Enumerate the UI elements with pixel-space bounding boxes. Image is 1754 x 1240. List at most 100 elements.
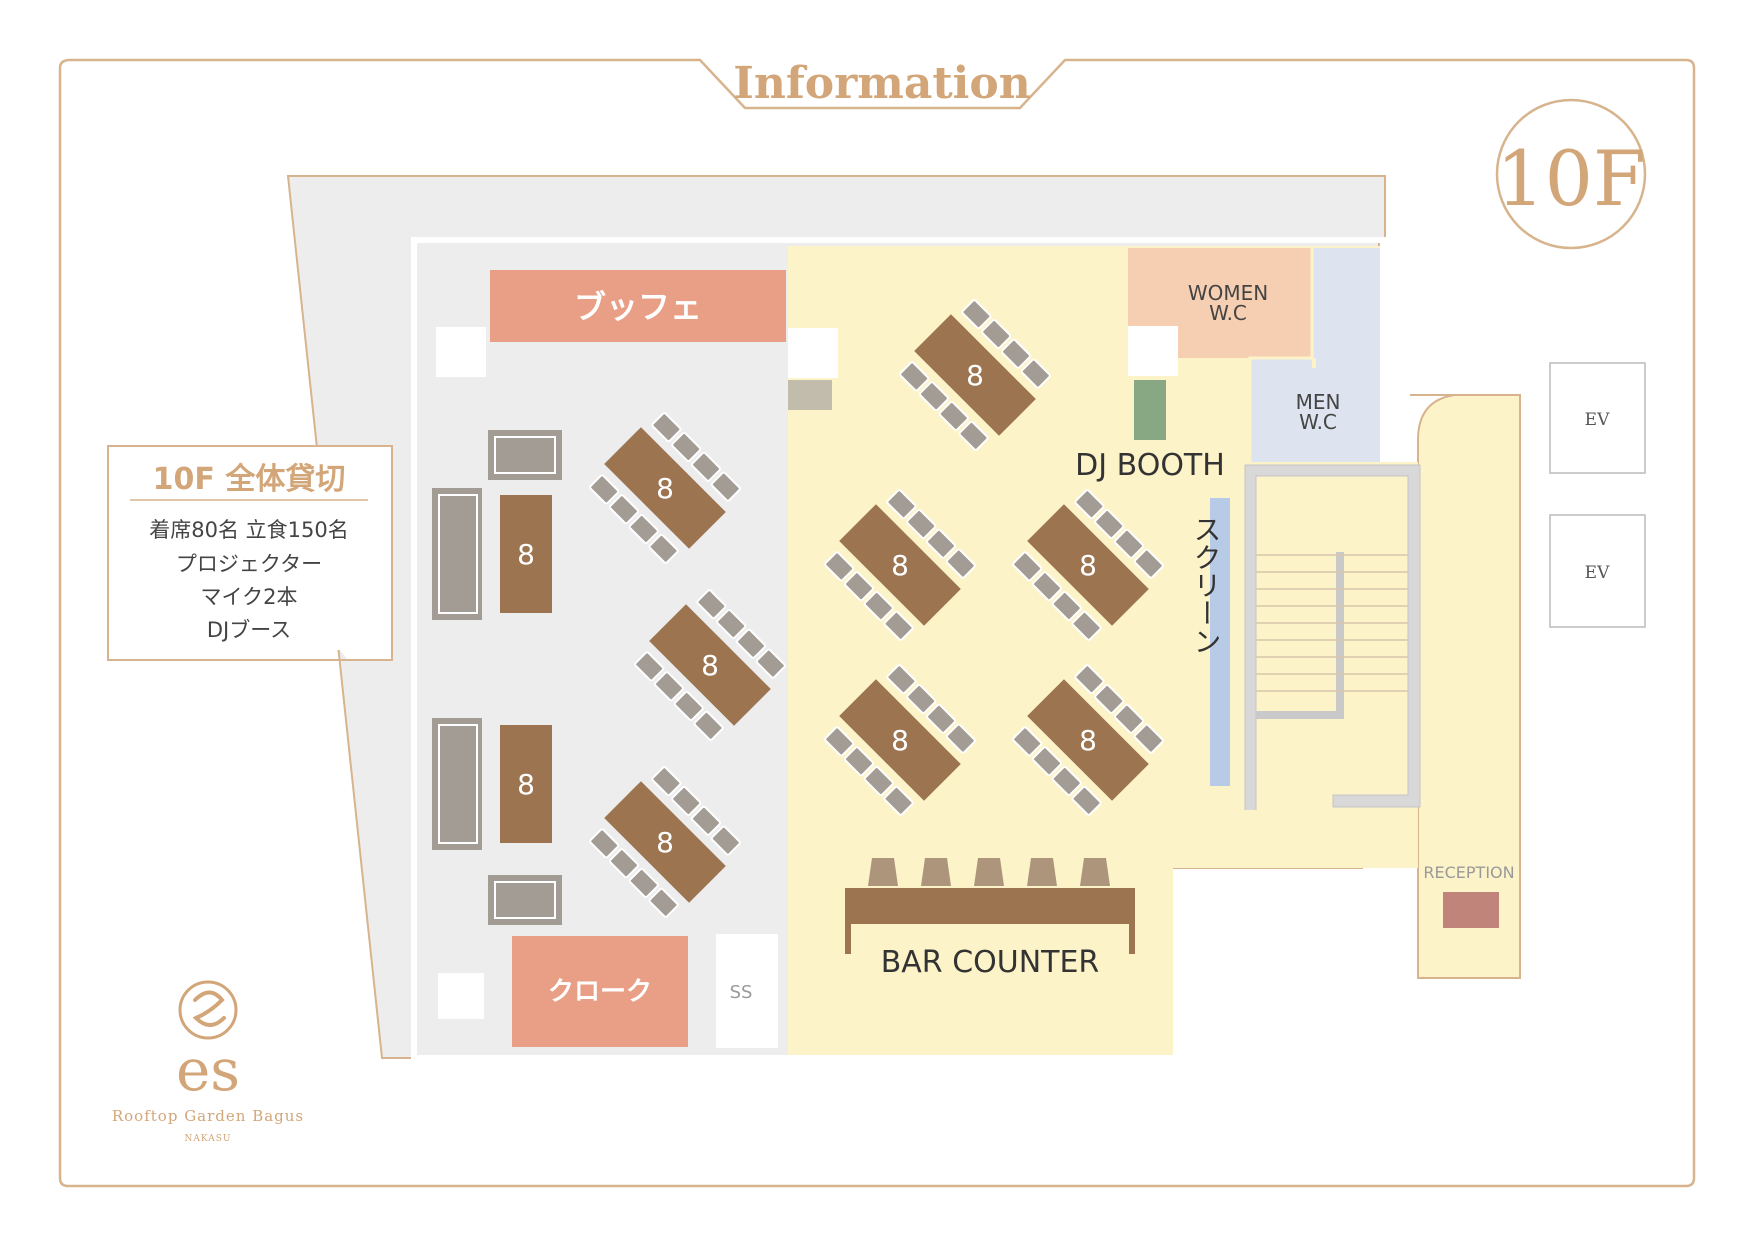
chair — [899, 361, 930, 392]
table-seat-count: 8 — [517, 538, 535, 571]
elevator-2 — [1549, 514, 1646, 628]
dining-table — [1012, 664, 1164, 816]
table-seat-count: 8 — [517, 768, 535, 801]
sofa — [432, 488, 482, 620]
chair — [958, 420, 989, 451]
brand-logo: es Rooftop Garden Bagus NAKASU — [112, 980, 304, 1144]
table-top — [839, 504, 961, 626]
sofa — [488, 430, 562, 480]
chair — [961, 299, 992, 330]
table-seat-count: 8 — [1079, 549, 1097, 582]
table-top — [649, 604, 771, 726]
sofa-table: 8 — [500, 725, 552, 843]
dining-table — [589, 412, 741, 564]
chair — [648, 887, 679, 918]
chair — [925, 703, 957, 734]
dining-table — [824, 664, 976, 816]
women-wc-label: WOMEN — [1188, 281, 1268, 305]
info-line: マイク2本 — [201, 585, 298, 609]
chair — [1031, 571, 1063, 602]
screen — [1210, 498, 1230, 786]
chair — [1051, 765, 1082, 797]
table-seat-count: 8 — [1079, 724, 1097, 757]
table-seat-count: 8 — [701, 649, 719, 682]
cloak-room — [512, 936, 688, 1047]
chair — [1051, 590, 1082, 622]
logo-sub: NAKASU — [185, 1134, 232, 1144]
table-seat-count: 8 — [656, 472, 674, 505]
table-top — [1027, 679, 1149, 801]
chair — [608, 848, 640, 879]
buffet-stand — [788, 380, 832, 410]
chair — [1071, 610, 1102, 641]
chair — [690, 805, 722, 836]
sofa — [432, 718, 482, 850]
pillar — [436, 327, 486, 377]
staircase — [1244, 464, 1421, 810]
chair — [945, 548, 976, 579]
chair — [938, 400, 969, 432]
table-seat-count: 8 — [891, 549, 909, 582]
sofa-table: 8 — [500, 495, 552, 613]
logo-mark: es — [176, 1036, 240, 1104]
sofa — [488, 875, 562, 925]
table-top — [914, 314, 1036, 436]
chair — [634, 651, 665, 682]
chair — [648, 533, 679, 564]
dining-table — [1012, 489, 1164, 641]
bar-counter — [845, 858, 1135, 954]
chair — [1133, 723, 1164, 754]
chair — [824, 726, 855, 757]
chair — [1012, 726, 1043, 757]
ss-label: SS — [730, 982, 753, 1003]
pillar — [438, 973, 484, 1019]
chair — [710, 471, 741, 502]
chair — [863, 765, 894, 797]
chair — [945, 723, 976, 754]
floor-badge-label: 10F — [1496, 134, 1645, 223]
chair — [693, 710, 724, 741]
buffet-area — [490, 270, 786, 342]
chair — [608, 494, 640, 525]
chair — [1094, 683, 1125, 715]
chair — [696, 589, 727, 620]
logo-name: Rooftop Garden Bagus — [112, 1107, 304, 1125]
chair — [918, 381, 950, 412]
buffet-label: ブッフェ — [574, 288, 702, 326]
reception-label: RECEPTION — [1423, 863, 1514, 882]
info-line: 着席80名 立食150名 — [149, 518, 348, 542]
elevator-1-label: EV — [1585, 410, 1610, 430]
elevator-1 — [1549, 362, 1646, 474]
screen-label: スクリーン — [1190, 515, 1223, 655]
info-line: DJブース — [207, 618, 291, 642]
table-seat-count: 8 — [656, 826, 674, 859]
chair — [843, 571, 875, 602]
chair — [981, 318, 1012, 350]
dining-table — [899, 299, 1051, 451]
cloak-label: クローク — [548, 977, 652, 1007]
info-box-title: 10F 全体貸切 — [153, 462, 346, 497]
chair — [653, 671, 685, 702]
chair — [716, 608, 747, 640]
chair — [925, 528, 957, 559]
men-wc-label-2: W.C — [1299, 410, 1337, 434]
floor-badge: 10F — [1495, 98, 1647, 250]
women-wc-label-2: W.C — [1209, 301, 1247, 325]
chair — [671, 431, 702, 463]
chair — [589, 474, 620, 505]
chair — [886, 489, 917, 520]
pillar — [788, 328, 838, 378]
chair — [863, 590, 894, 622]
chair — [1094, 508, 1125, 540]
chair — [1133, 548, 1164, 579]
table-top — [604, 781, 726, 903]
table-top — [1027, 504, 1149, 626]
reception-corridor — [1410, 394, 1521, 979]
reception-desk — [1443, 892, 1499, 928]
chair — [755, 648, 786, 679]
dining-table — [824, 489, 976, 641]
chair — [651, 412, 682, 443]
chair — [1000, 338, 1032, 369]
chair — [883, 610, 914, 641]
